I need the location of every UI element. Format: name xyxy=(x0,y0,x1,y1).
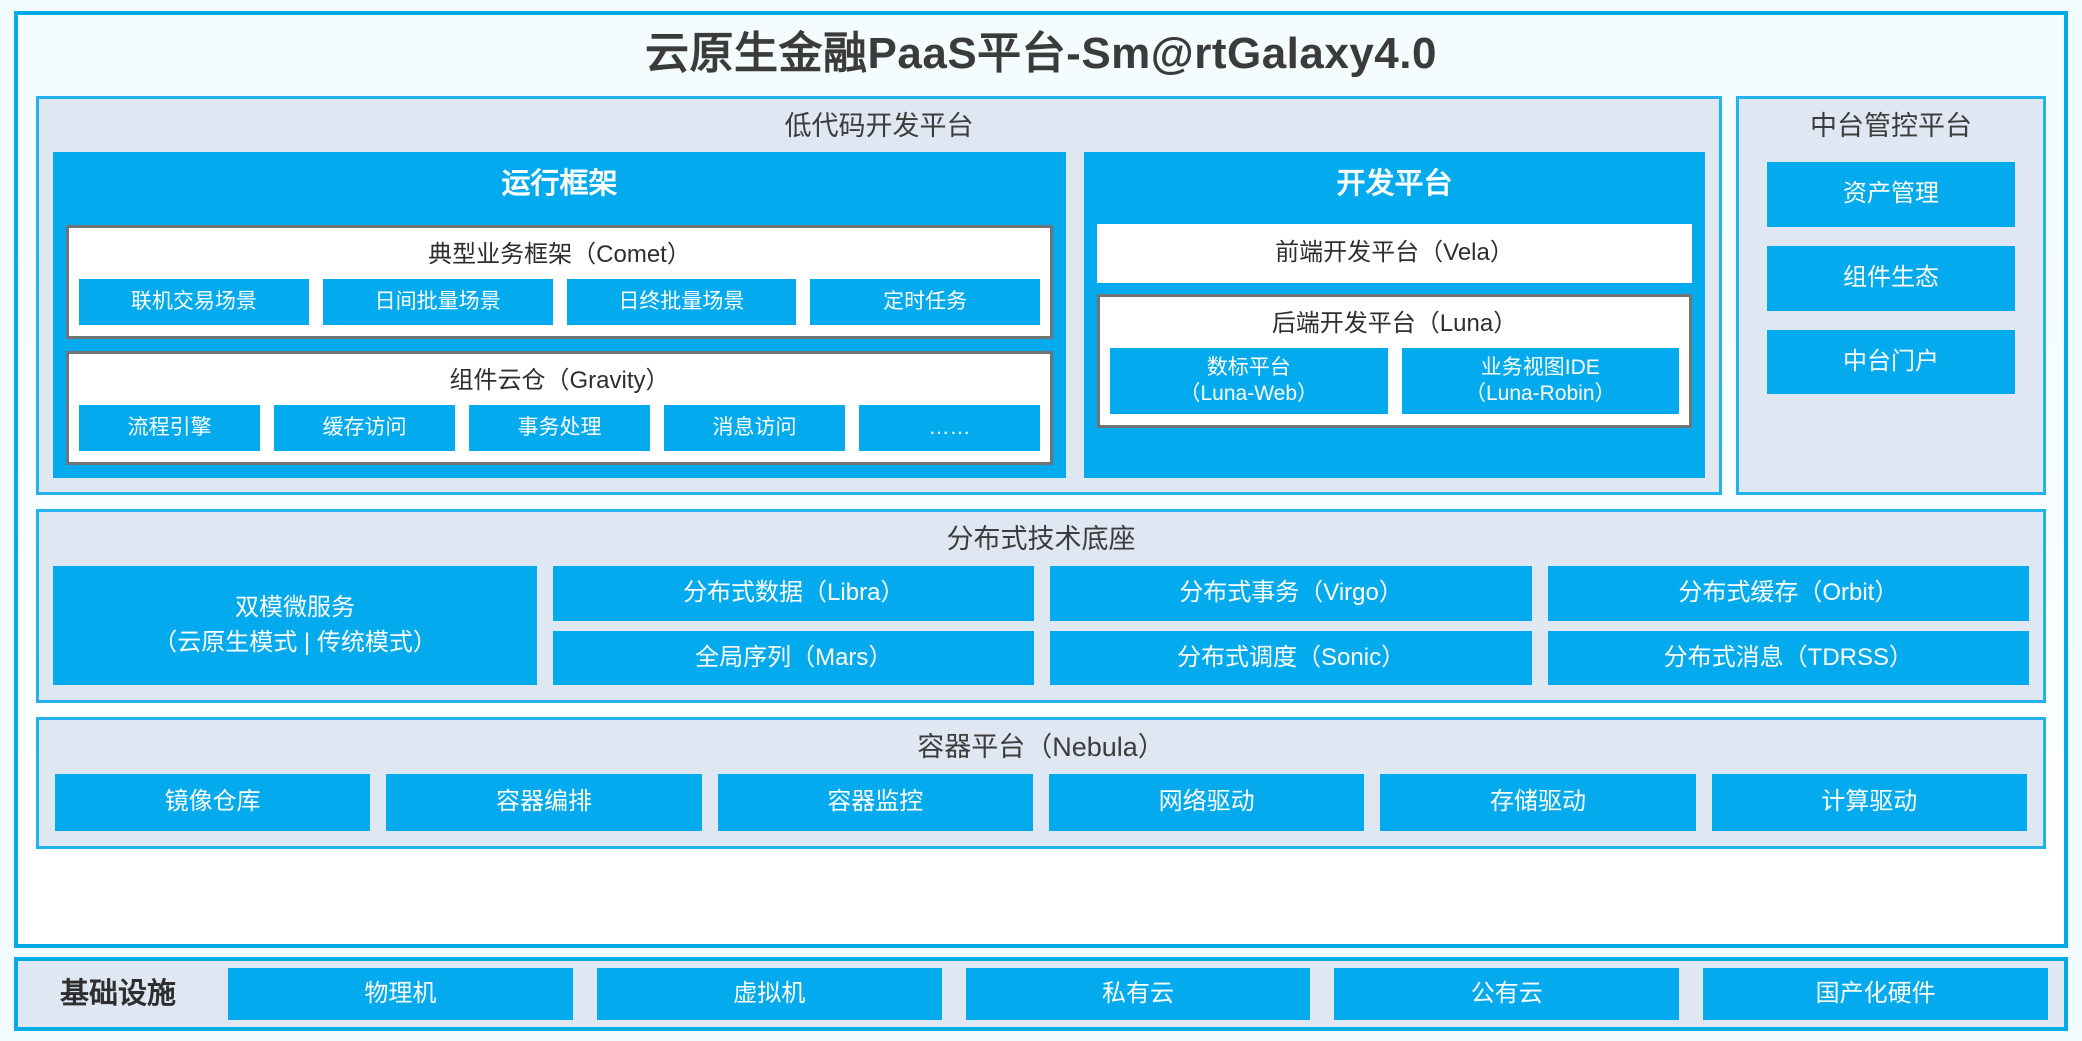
container-item-image-registry[interactable]: 镜像仓库 xyxy=(55,773,371,831)
runtime-framework-card: 运行框架 典型业务框架（Comet） 联机交易场景 日间批量场景 日终批量场景 … xyxy=(53,151,1067,479)
techbase-cell-sonic[interactable]: 分布式调度（Sonic） xyxy=(1050,630,1532,686)
techbase-col-2: 分布式事务（Virgo） 分布式调度（Sonic） xyxy=(1050,565,1532,686)
luna-item-luna-robin[interactable]: 业务视图IDE （Luna-Robin） xyxy=(1401,347,1680,415)
techbase-panel: 分布式技术底座 双模微服务 （云原生模式 | 传统模式） 分布式数据（Libra… xyxy=(36,509,2046,704)
luna-item-luna-web[interactable]: 数标平台 （Luna-Web） xyxy=(1110,347,1388,415)
infrastructure-item-physical-machine[interactable]: 物理机 xyxy=(228,967,573,1021)
infrastructure-item-domestic-hardware[interactable]: 国产化硬件 xyxy=(1703,967,2048,1021)
luna-item-sublabel: （Luna-Robin） xyxy=(1464,382,1616,406)
lowcode-platform-title: 低代码开发平台 xyxy=(784,110,974,141)
techbase-col-microservice: 双模微服务 （云原生模式 | 传统模式） xyxy=(53,565,538,686)
techbase-title: 分布式技术底座 xyxy=(946,524,1136,555)
techbase-cell-mars[interactable]: 全局序列（Mars） xyxy=(553,630,1035,686)
comet-item[interactable]: 日终批量场景 xyxy=(566,279,797,326)
container-item-storage-driver[interactable]: 存储驱动 xyxy=(1380,773,1696,831)
control-item-portal[interactable]: 中台门户 xyxy=(1767,329,2015,395)
infrastructure-item-public-cloud[interactable]: 公有云 xyxy=(1334,967,1680,1021)
comet-title: 典型业务框架（Comet） xyxy=(428,241,691,269)
gravity-box: 组件云仓（Gravity） 流程引擎 缓存访问 事务处理 消息访问 …… xyxy=(66,351,1054,466)
container-platform-body: 镜像仓库 容器编排 容器监控 网络驱动 存储驱动 计算驱动 xyxy=(39,773,2043,846)
infrastructure-label: 基础设施 xyxy=(60,977,177,1010)
comet-item[interactable]: 日间批量场景 xyxy=(322,279,553,326)
container-item-network-driver[interactable]: 网络驱动 xyxy=(1048,773,1365,831)
container-item-compute-driver[interactable]: 计算驱动 xyxy=(1711,773,2027,831)
infrastructure-bar: 基础设施 物理机 虚拟机 私有云 公有云 国产化硬件 xyxy=(14,957,2068,1031)
techbase-col-1: 分布式数据（Libra） 全局序列（Mars） xyxy=(553,565,1035,686)
gravity-item-row: 流程引擎 缓存访问 事务处理 消息访问 …… xyxy=(79,405,1040,452)
container-platform-panel: 容器平台（Nebula） 镜像仓库 容器编排 容器监控 网络驱动 存储驱动 计算… xyxy=(36,717,2046,849)
techbase-microservice-sublabel: （云原生模式 | 传统模式） xyxy=(153,628,437,656)
comet-item-row: 联机交易场景 日间批量场景 日终批量场景 定时任务 xyxy=(79,279,1040,326)
luna-item-sublabel: （Luna-Web） xyxy=(1179,382,1319,406)
top-row: 低代码开发平台 运行框架 典型业务框架（Comet） 联机交易场景 日间批量场景… xyxy=(36,95,2046,496)
gravity-item[interactable]: 流程引擎 xyxy=(79,405,260,452)
lowcode-platform-panel: 低代码开发平台 运行框架 典型业务框架（Comet） 联机交易场景 日间批量场景… xyxy=(36,95,1722,496)
control-item-asset-management[interactable]: 资产管理 xyxy=(1767,161,2015,227)
techbase-cell-libra[interactable]: 分布式数据（Libra） xyxy=(553,565,1035,621)
luna-box: 后端开发平台（Luna） 数标平台 （Luna-Web） 业务视图IDE （Lu… xyxy=(1097,294,1692,429)
techbase-cell-orbit[interactable]: 分布式缓存（Orbit） xyxy=(1547,565,2029,621)
gravity-title: 组件云仓（Gravity） xyxy=(449,367,670,395)
main-frame: 云原生金融PaaS平台-Sm@rtGalaxy4.0 低代码开发平台 运行框架 … xyxy=(14,11,2068,948)
luna-item-label: 业务视图IDE xyxy=(1480,355,1600,379)
techbase-microservice-cell[interactable]: 双模微服务 （云原生模式 | 传统模式） xyxy=(53,565,538,686)
infrastructure-item-private-cloud[interactable]: 私有云 xyxy=(965,967,1311,1021)
control-platform-panel: 中台管控平台 资产管理 组件生态 中台门户 xyxy=(1736,95,2046,496)
gravity-item[interactable]: 事务处理 xyxy=(469,405,650,452)
runtime-framework-title: 运行框架 xyxy=(501,167,618,200)
control-platform-title: 中台管控平台 xyxy=(1810,110,1972,141)
luna-item-label: 数标平台 xyxy=(1206,355,1291,379)
techbase-col-3: 分布式缓存（Orbit） 分布式消息（TDRSS） xyxy=(1547,565,2029,686)
gravity-item-more[interactable]: …… xyxy=(859,405,1040,452)
control-item-component-ecosystem[interactable]: 组件生态 xyxy=(1767,245,2015,311)
dev-platform-card: 开发平台 前端开发平台（Vela） 后端开发平台（Luna） 数标平台 （Lun… xyxy=(1084,151,1705,479)
comet-item[interactable]: 定时任务 xyxy=(810,279,1040,326)
techbase-body: 双模微服务 （云原生模式 | 传统模式） 分布式数据（Libra） 全局序列（M… xyxy=(39,565,2043,701)
container-platform-title: 容器平台（Nebula） xyxy=(917,732,1165,763)
infrastructure-item-virtual-machine[interactable]: 虚拟机 xyxy=(596,967,942,1021)
gravity-item[interactable]: 消息访问 xyxy=(664,405,845,452)
luna-item-row: 数标平台 （Luna-Web） 业务视图IDE （Luna-Robin） xyxy=(1110,347,1680,415)
techbase-cell-virgo[interactable]: 分布式事务（Virgo） xyxy=(1050,565,1532,621)
vela-platform-box[interactable]: 前端开发平台（Vela） xyxy=(1097,224,1692,284)
container-item-monitoring[interactable]: 容器监控 xyxy=(717,773,1033,831)
gravity-item[interactable]: 缓存访问 xyxy=(274,405,455,452)
comet-item[interactable]: 联机交易场景 xyxy=(79,279,309,326)
techbase-cell-tdrss[interactable]: 分布式消息（TDRSS） xyxy=(1547,630,2029,686)
luna-title: 后端开发平台（Luna） xyxy=(1271,310,1518,338)
dev-platform-title: 开发平台 xyxy=(1336,167,1453,200)
techbase-microservice-label: 双模微服务 xyxy=(235,593,356,621)
lowcode-platform-body: 运行框架 典型业务框架（Comet） 联机交易场景 日间批量场景 日终批量场景 … xyxy=(39,151,1719,492)
comet-box: 典型业务框架（Comet） 联机交易场景 日间批量场景 日终批量场景 定时任务 xyxy=(66,225,1054,340)
control-platform-list: 资产管理 组件生态 中台门户 xyxy=(1739,152,2043,492)
container-item-orchestration[interactable]: 容器编排 xyxy=(386,773,702,831)
page-title: 云原生金融PaaS平台-Sm@rtGalaxy4.0 xyxy=(645,29,1437,78)
